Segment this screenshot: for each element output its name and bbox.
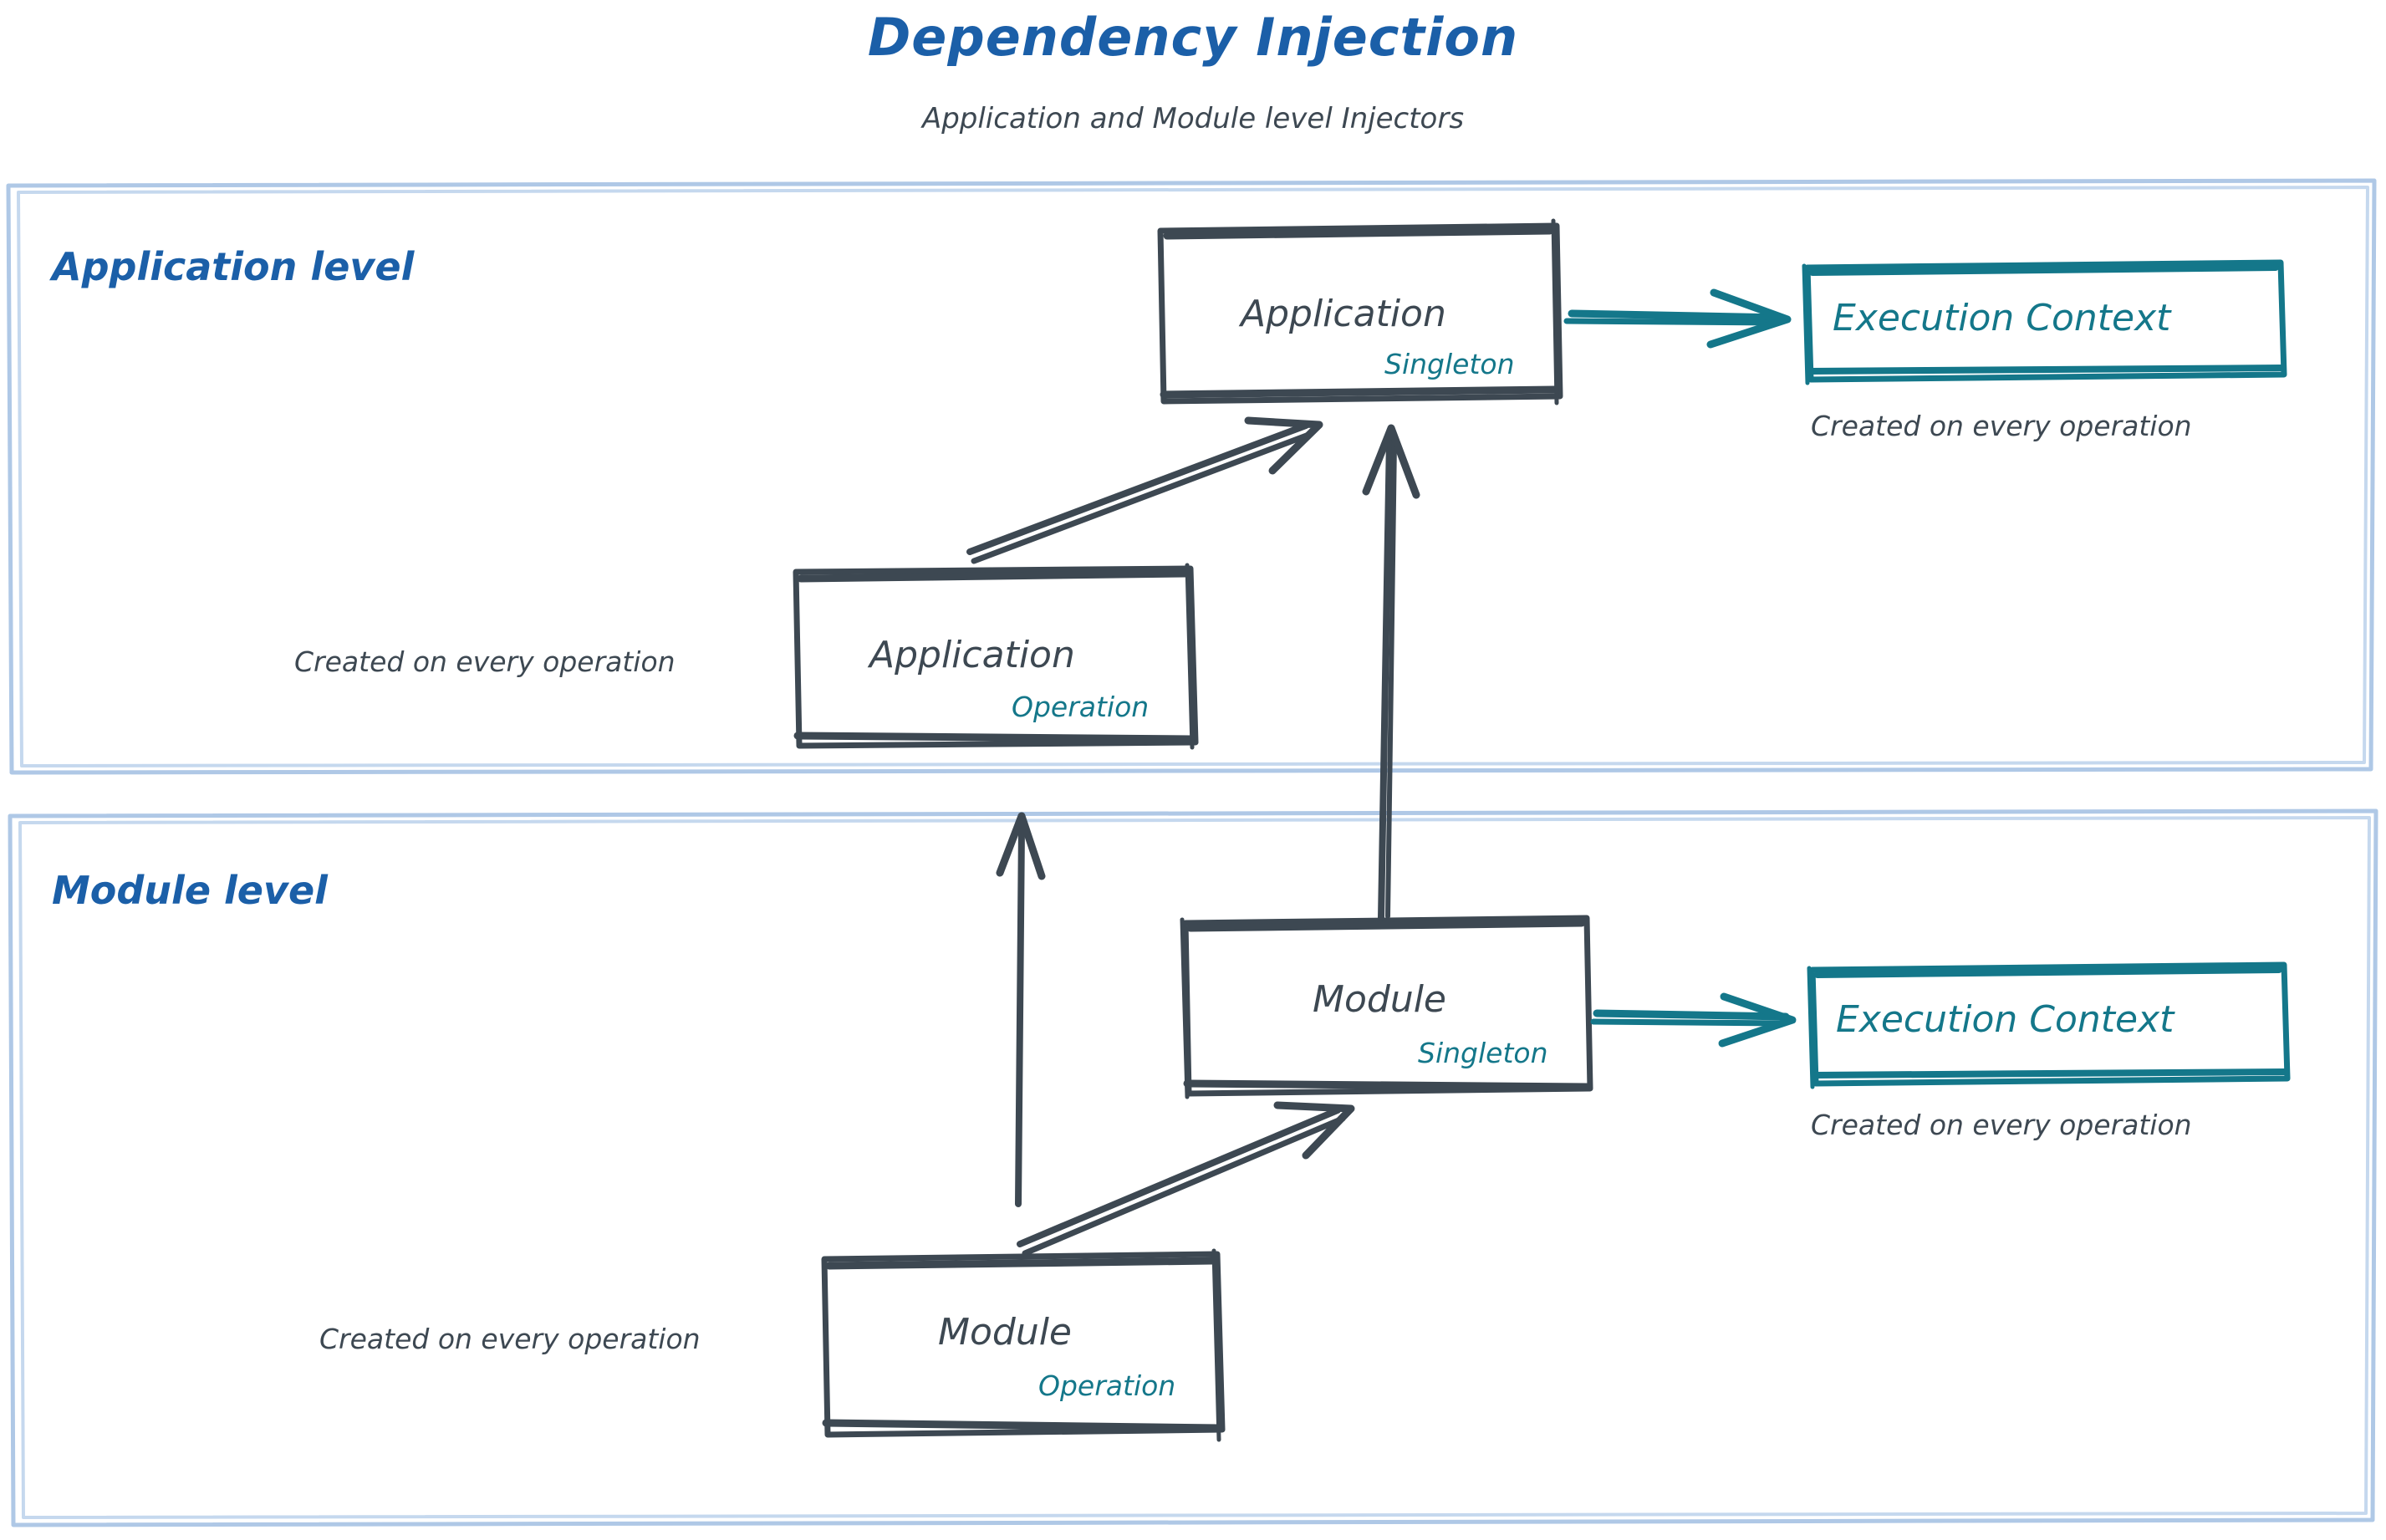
module-operation-scope: Operation <box>1038 1369 1176 1402</box>
module-singleton-scope: Singleton <box>1418 1037 1548 1069</box>
module-level-container <box>8 808 2378 1527</box>
arrow-module-singleton-to-application-singleton <box>1362 424 1420 921</box>
arrow-module-operation-to-singleton <box>1017 1101 1355 1257</box>
caption-module-operation: Created on every operation <box>319 1323 701 1355</box>
execution-context-module-title: Execution Context <box>1836 998 2174 1041</box>
arrow-module-operation-to-application-operation <box>996 812 1046 1207</box>
execution-context-application-title: Execution Context <box>1833 297 2171 339</box>
module-singleton-title: Module <box>1313 978 1446 1021</box>
page-subtitle: Application and Module level Injectors <box>921 102 1465 135</box>
module-level-label: Module level <box>52 868 328 913</box>
application-operation-scope: Operation <box>1012 691 1150 723</box>
module-operation-title: Module <box>938 1311 1072 1354</box>
caption-application-execution-context: Created on every operation <box>1811 410 2192 442</box>
application-singleton-title: Application <box>1241 293 1446 335</box>
arrow-module-to-execution-context <box>1590 992 1797 1048</box>
caption-module-execution-context: Created on every operation <box>1811 1109 2192 1141</box>
caption-application-operation: Created on every operation <box>294 645 676 678</box>
application-operation-title: Application <box>869 634 1075 676</box>
arrow-application-to-execution-context <box>1563 288 1792 349</box>
application-level-label: Application level <box>52 244 415 289</box>
page-title: Dependency Injection <box>867 7 1519 68</box>
application-singleton-scope: Singleton <box>1384 348 1515 380</box>
